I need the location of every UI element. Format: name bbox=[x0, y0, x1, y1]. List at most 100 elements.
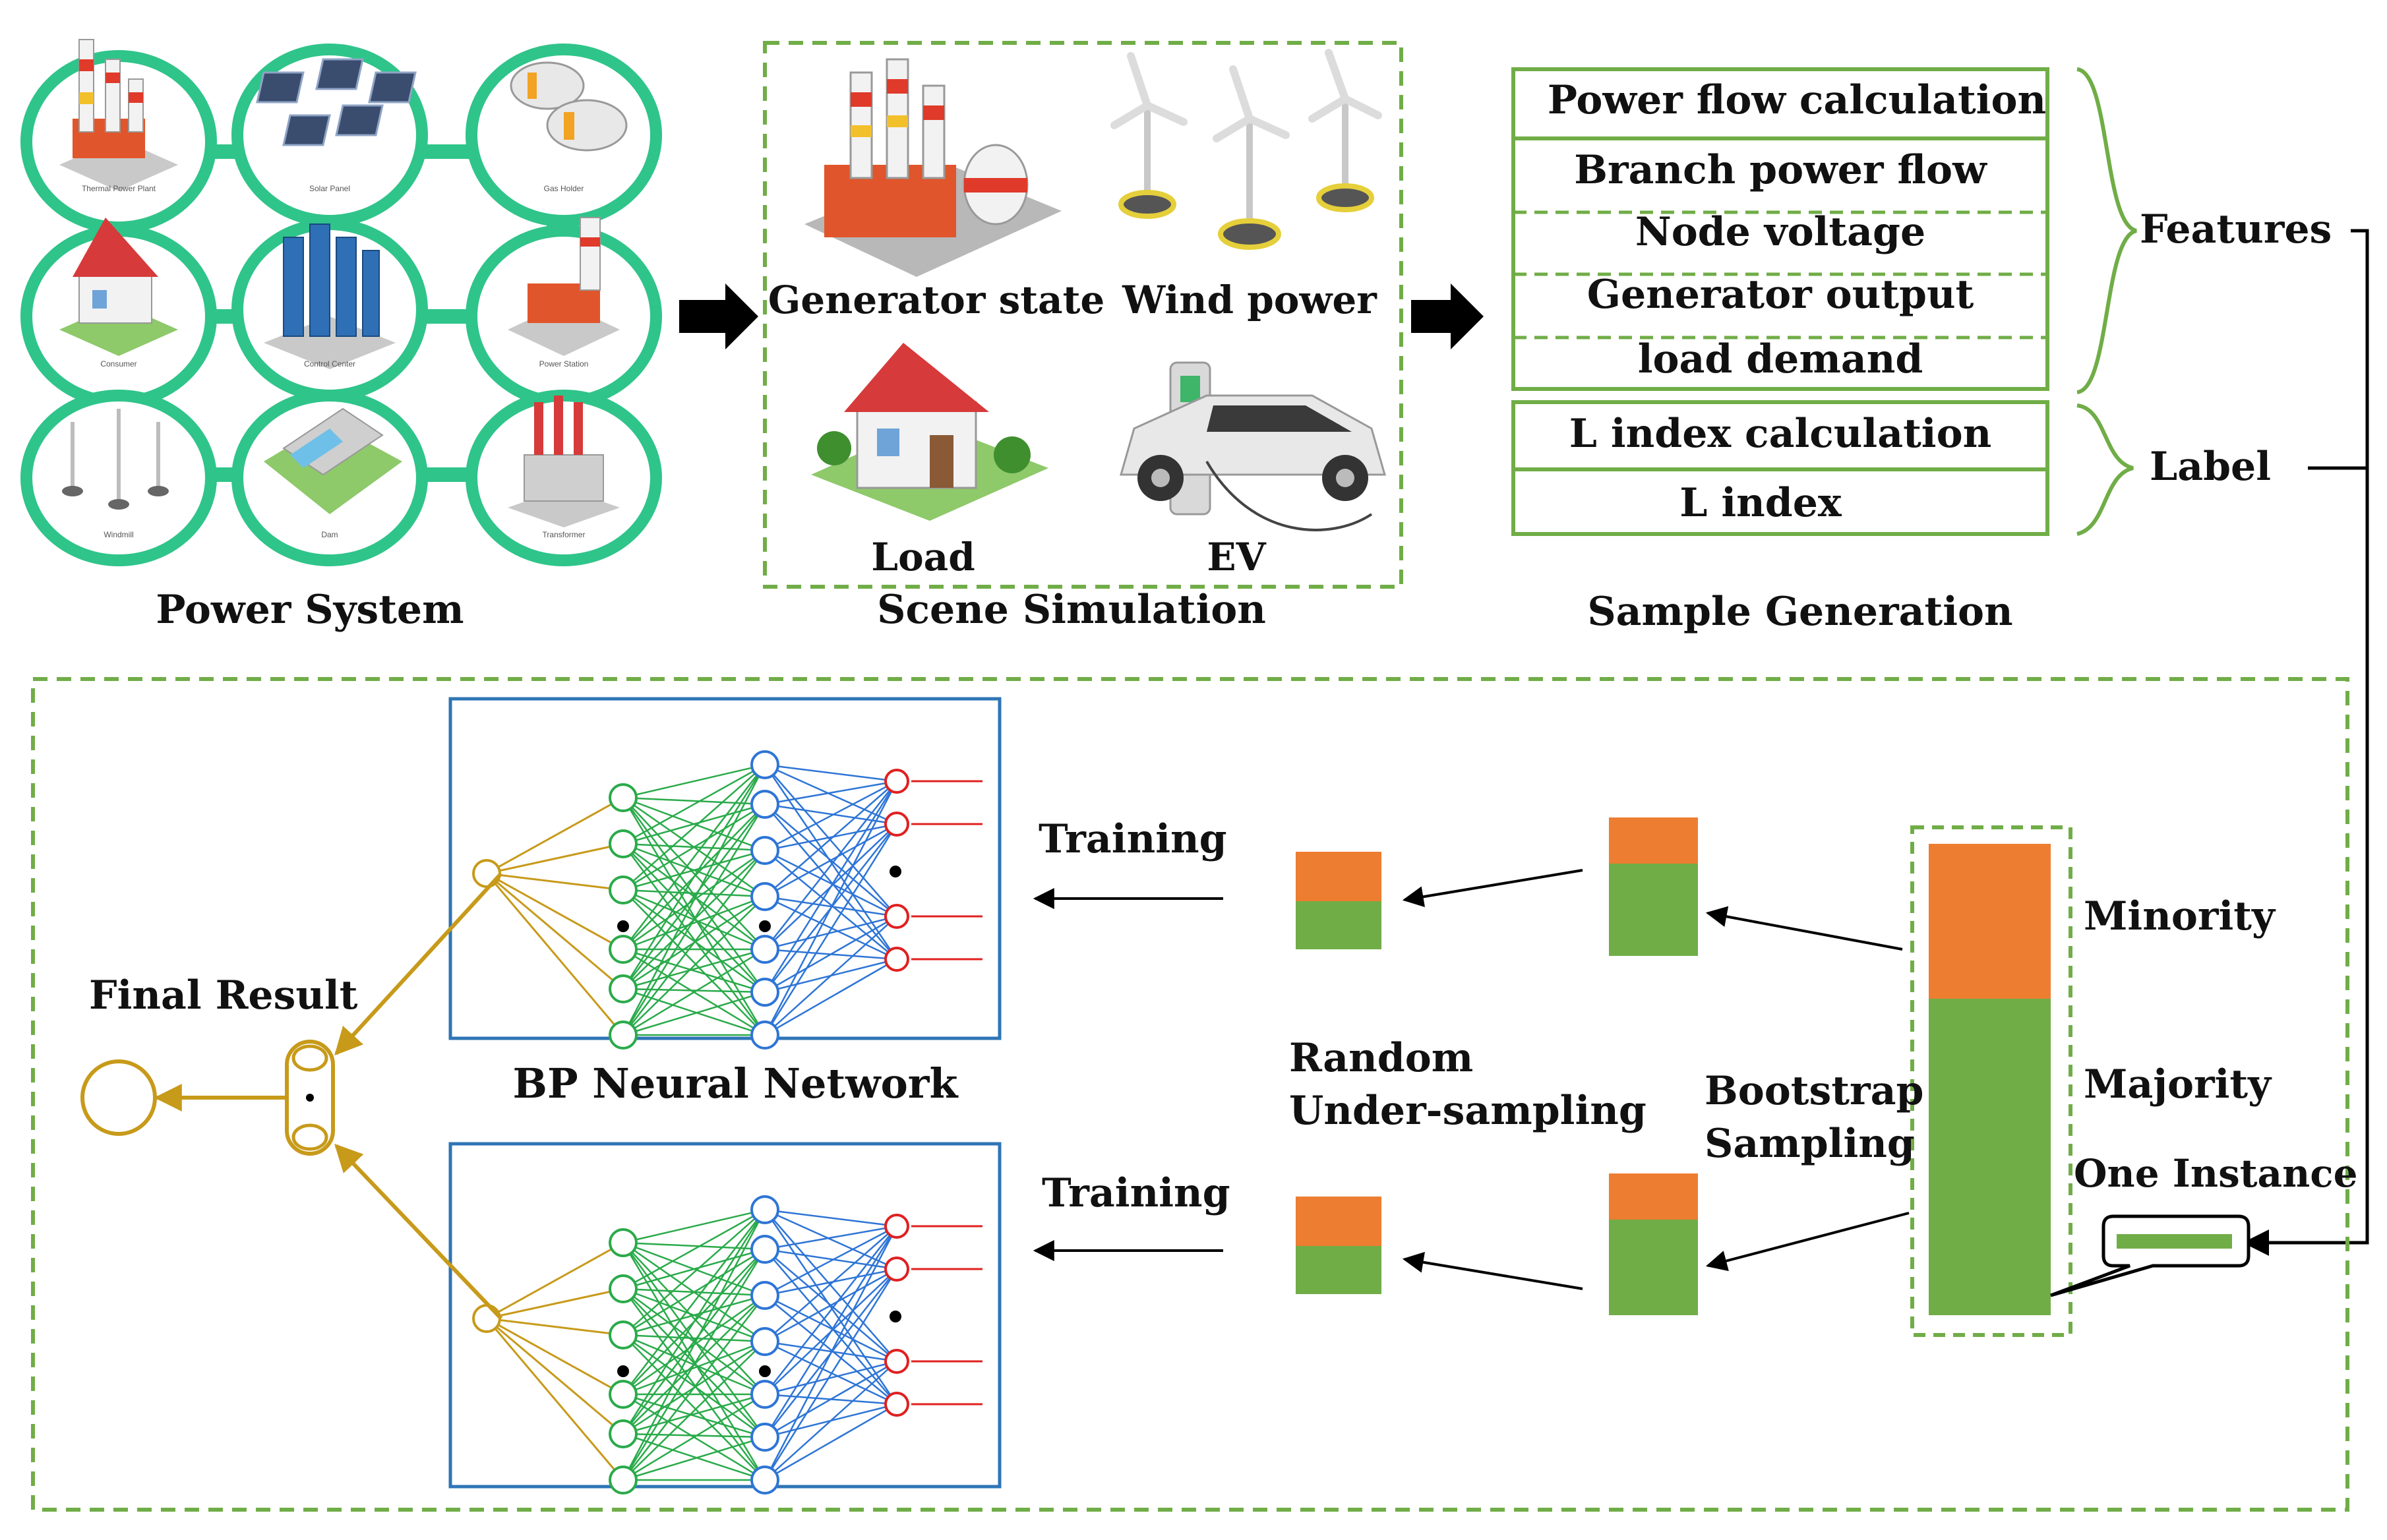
edge-hidden-2 bbox=[764, 915, 897, 951]
edge-hidden-2 bbox=[764, 764, 897, 917]
hidden-neuron-2 bbox=[750, 978, 779, 1007]
hidden-neuron-1 bbox=[609, 1419, 638, 1448]
edge-hidden-1 bbox=[622, 1241, 766, 1297]
label-dam: Dam bbox=[321, 530, 338, 539]
ensemble-box bbox=[31, 677, 2349, 1512]
balanced-sample-top-minority bbox=[1296, 852, 1381, 901]
edge-output bbox=[486, 872, 624, 891]
feature-item: Power flow calculation bbox=[1548, 77, 2046, 123]
edge-hidden-1 bbox=[622, 1334, 766, 1438]
label-brace-label: Label bbox=[2150, 444, 2271, 490]
edge-hidden-1 bbox=[622, 763, 766, 799]
top-to-aggregator-line bbox=[334, 872, 503, 1056]
training-label-bottom: Training bbox=[1042, 1170, 1230, 1216]
edge-hidden-1 bbox=[622, 796, 766, 852]
dam-icon bbox=[264, 407, 402, 514]
aggregator-node bbox=[285, 1040, 335, 1156]
final-result-label: Final Result bbox=[89, 972, 358, 1019]
edge-hidden-2 bbox=[764, 1268, 898, 1481]
edge-hidden-1 bbox=[622, 948, 766, 993]
edge-hidden-2 bbox=[764, 804, 897, 960]
scene-label-ev: EV bbox=[1207, 535, 1266, 579]
label-consumer: Consumer bbox=[100, 359, 136, 369]
edge-output bbox=[486, 1317, 624, 1336]
wind-power-icon bbox=[1110, 49, 1382, 250]
final-result-node bbox=[80, 1059, 157, 1136]
edge-hidden-2 bbox=[764, 1340, 897, 1406]
edge-hidden-2 bbox=[764, 1248, 897, 1270]
input-neuron bbox=[884, 769, 909, 794]
edge-hidden-1 bbox=[622, 1436, 766, 1481]
solar-panel-icon bbox=[256, 58, 417, 146]
edge-hidden-1 bbox=[622, 889, 766, 1036]
neural-network-top bbox=[472, 750, 982, 1050]
features-brace bbox=[2076, 67, 2138, 394]
features-table: Power flow calculation Branch power flow… bbox=[1511, 67, 2049, 391]
label-control-center: Control Center bbox=[304, 359, 355, 369]
edge-hidden-2 bbox=[764, 823, 898, 1036]
hidden-neuron-2 bbox=[750, 1466, 779, 1495]
edge-output bbox=[486, 1288, 624, 1320]
ellipsis-dot bbox=[890, 866, 901, 877]
edge-hidden-1 bbox=[622, 895, 766, 990]
edge-output bbox=[486, 1241, 624, 1320]
scene-label-generator: Generator state bbox=[768, 278, 1105, 322]
edge-hidden-1 bbox=[622, 849, 766, 951]
section-title-scene-simulation: Scene Simulation bbox=[877, 587, 1266, 633]
hidden-neuron-1 bbox=[609, 829, 638, 858]
edge-hidden-2 bbox=[764, 780, 897, 806]
edge-output bbox=[485, 873, 624, 1036]
bp-network-label: BP Neural Network bbox=[513, 1059, 959, 1108]
hidden-neuron-2 bbox=[750, 1021, 779, 1050]
hidden-neuron-2 bbox=[750, 1380, 779, 1409]
bootstrap-label-2: Sampling bbox=[1705, 1121, 1915, 1167]
edge-hidden-1 bbox=[622, 797, 766, 1036]
edge-hidden-1 bbox=[622, 1209, 766, 1395]
edge-hidden-2 bbox=[764, 823, 897, 950]
bootstrap-sample-bottom-majority bbox=[1609, 1220, 1698, 1315]
bp-network-box-bottom bbox=[448, 1142, 1002, 1489]
edge-hidden-2 bbox=[764, 1340, 897, 1363]
ellipsis-dot bbox=[617, 1365, 629, 1377]
hidden-neuron-2 bbox=[750, 882, 779, 911]
load-house-icon bbox=[811, 343, 1048, 521]
edge-hidden-1 bbox=[622, 1288, 766, 1438]
feature-item: Node voltage bbox=[1635, 209, 1925, 255]
instance-connector bbox=[2243, 229, 2369, 1256]
gas-holder-icon bbox=[510, 61, 628, 152]
edge-output bbox=[486, 1317, 624, 1396]
dataset-minority-bar bbox=[1929, 844, 2051, 999]
label-windmill: Windmill bbox=[104, 530, 133, 539]
edge-hidden-1 bbox=[622, 1249, 766, 1395]
input-neuron bbox=[884, 947, 909, 972]
edge-hidden-2 bbox=[764, 763, 897, 825]
ellipsis-dot bbox=[759, 920, 771, 932]
edge-hidden-1 bbox=[622, 895, 766, 951]
balanced-sample-bottom-majority bbox=[1296, 1246, 1381, 1294]
edge-hidden-2 bbox=[764, 1403, 897, 1438]
hidden-neuron-1 bbox=[609, 1320, 638, 1349]
random-under-sampling-label-2: Under-sampling bbox=[1289, 1088, 1647, 1134]
edge-hidden-2 bbox=[764, 895, 897, 918]
bootstrap-sample-top-minority bbox=[1609, 817, 1698, 864]
edge-hidden-1 bbox=[622, 1242, 766, 1481]
hidden-neuron-2 bbox=[750, 1327, 779, 1356]
edge-hidden-2 bbox=[764, 781, 897, 950]
edge-hidden-1 bbox=[622, 1242, 766, 1438]
power-system-grid: Thermal Power Plant Solar Panel Gas Hold… bbox=[20, 39, 662, 566]
edge-hidden-2 bbox=[764, 849, 897, 918]
edge-hidden-1 bbox=[622, 1288, 766, 1481]
edge-hidden-2 bbox=[764, 1226, 897, 1342]
edge-hidden-1 bbox=[622, 843, 766, 898]
generator-icon bbox=[804, 58, 1062, 277]
edge-hidden-1 bbox=[622, 1294, 766, 1396]
edge-hidden-2 bbox=[764, 1249, 897, 1362]
feature-item: Branch power flow bbox=[1574, 147, 1987, 193]
ellipsis-dot bbox=[890, 1311, 901, 1322]
edge-hidden-1 bbox=[622, 1433, 766, 1438]
edge-hidden-2 bbox=[764, 1225, 897, 1251]
edge-hidden-1 bbox=[622, 796, 766, 898]
hidden-neuron-1 bbox=[609, 1274, 638, 1303]
edge-hidden-2 bbox=[764, 1403, 897, 1481]
edge-hidden-1 bbox=[622, 797, 766, 993]
